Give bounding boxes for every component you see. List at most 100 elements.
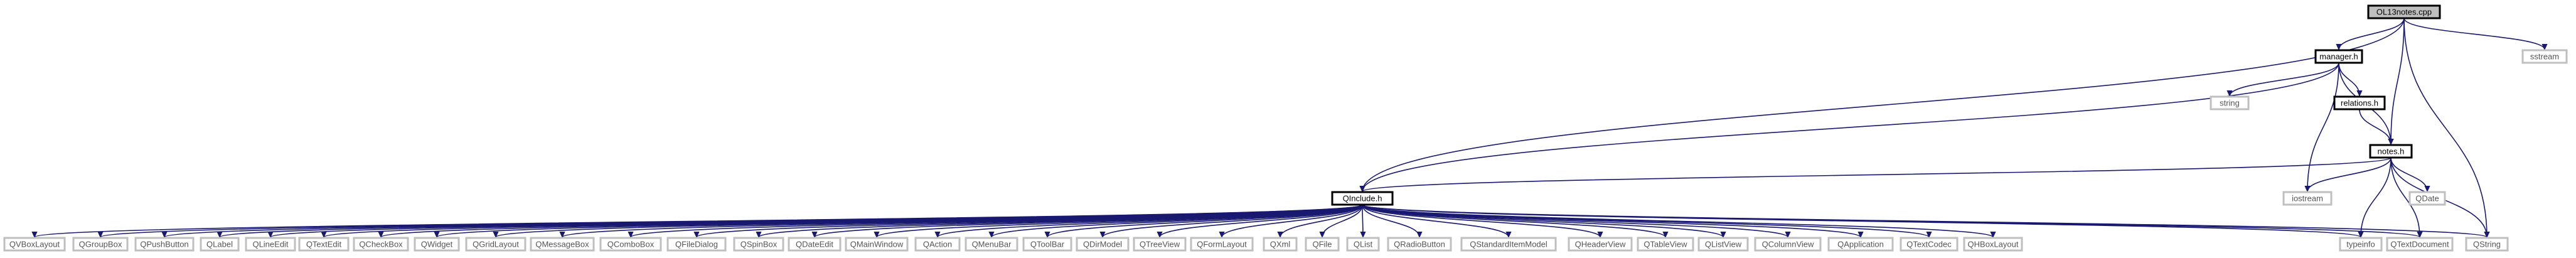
- node-box-qlabel: [200, 237, 240, 252]
- node-qlabel: QLabel: [200, 237, 240, 252]
- edge-qinclude-to-qstring: [1362, 204, 2487, 237]
- node-qtableview: QTableView: [1637, 237, 1694, 252]
- node-string: string: [2210, 95, 2250, 110]
- edge-qinclude-to-qhboxlayout: [1362, 204, 1993, 237]
- node-label-qfile: QFile: [1312, 240, 1332, 249]
- node-box-qformlayout: [1190, 237, 1254, 252]
- node-box-qgridlayout: [465, 237, 526, 252]
- node-label-qtextedit: QTextEdit: [306, 240, 342, 249]
- node-qapplication: QApplication: [1827, 237, 1894, 252]
- node-box-qinclude: [1331, 191, 1394, 206]
- node-label-root: OL13notes.cpp: [2376, 8, 2432, 17]
- edge-qinclude-to-qtoolbar: [1047, 204, 1363, 237]
- node-relations[interactable]: relations.h: [2333, 95, 2386, 110]
- nodes: OL13notes.cpp manager.h sstream string relat…: [3, 4, 2568, 252]
- edge-qinclude-to-qmenubar: [991, 204, 1363, 237]
- edge-qinclude-to-qlistview: [1362, 204, 1723, 237]
- node-manager[interactable]: manager.h: [2314, 49, 2363, 64]
- edges: [35, 18, 2545, 237]
- node-label-qtreeview: QTreeView: [1140, 240, 1180, 249]
- node-sstream: sstream: [2521, 49, 2568, 64]
- node-qfile: QFile: [1305, 237, 1340, 252]
- node-box-qmessagebox: [530, 237, 595, 252]
- node-label-string: string: [2220, 99, 2240, 108]
- node-label-sstream: sstream: [2530, 52, 2559, 62]
- node-qheaderview: QHeaderView: [1568, 237, 1633, 252]
- node-label-qtextdocument: QTextDocument: [2390, 240, 2449, 249]
- node-box-qlistview: [1697, 237, 1749, 252]
- node-qinclude[interactable]: QInclude.h: [1331, 191, 1394, 206]
- node-box-qlineedit: [245, 237, 296, 252]
- node-label-qlistview: QListView: [1705, 240, 1742, 249]
- edge-root-to-sstream: [2403, 18, 2545, 50]
- node-label-qcheckbox: QCheckBox: [359, 240, 403, 249]
- node-label-qaction: QAction: [923, 240, 952, 249]
- node-qtextedit: QTextEdit: [298, 237, 350, 252]
- node-box-qfiledialog: [666, 237, 727, 252]
- node-box-qtextcodec: [1900, 237, 1959, 252]
- edge-notes-to-qinclude: [1362, 157, 2392, 191]
- node-box-qhboxlayout: [1963, 237, 2023, 252]
- node-box-relations: [2333, 95, 2386, 110]
- node-box-qlist: [1346, 237, 1380, 252]
- node-qtreeview: QTreeView: [1133, 237, 1187, 252]
- node-box-string: [2210, 95, 2250, 110]
- node-qstandarditemmodel: QStandardItemModel: [1460, 237, 1557, 252]
- node-qlistview: QListView: [1697, 237, 1749, 252]
- node-box-qstring: [2465, 237, 2509, 252]
- edge-root-to-notes: [2391, 18, 2405, 144]
- node-qlist: QList: [1346, 237, 1380, 252]
- node-notes[interactable]: notes.h: [2369, 144, 2413, 159]
- node-label-qdate: QDate: [2415, 194, 2439, 203]
- node-qformlayout: QFormLayout: [1190, 237, 1254, 252]
- edge-qinclude-to-qheaderview: [1362, 204, 1600, 237]
- node-box-notes: [2369, 144, 2413, 159]
- node-label-qformlayout: QFormLayout: [1197, 240, 1247, 249]
- node-label-qinclude: QInclude.h: [1343, 194, 1382, 203]
- node-label-qmessagebox: QMessageBox: [535, 240, 589, 249]
- node-box-qdateedit: [788, 237, 842, 252]
- node-label-qmenubar: QMenuBar: [972, 240, 1012, 249]
- node-label-qwidget: QWidget: [421, 240, 453, 249]
- edge-qinclude-to-qlist: [1362, 204, 1363, 237]
- node-qcolumnview: QColumnView: [1754, 237, 1822, 252]
- node-box-iostream: [2282, 191, 2333, 206]
- node-qstring: QString: [2465, 237, 2509, 252]
- node-label-notes: notes.h: [2378, 147, 2405, 156]
- edge-qinclude-to-qdirmodel: [1103, 204, 1363, 237]
- node-label-qtableview: QTableView: [1643, 240, 1687, 249]
- node-label-qdirmodel: QDirModel: [1083, 240, 1122, 249]
- node-box-manager: [2314, 49, 2363, 64]
- node-box-qmenubar: [965, 237, 1018, 252]
- node-label-qgroupbox: QGroupBox: [79, 240, 122, 249]
- edge-qinclude-to-qxml: [1280, 204, 1363, 237]
- node-box-root: [2367, 4, 2441, 19]
- node-box-qtextedit: [298, 237, 350, 252]
- node-label-qtextcodec: QTextCodec: [1906, 240, 1952, 249]
- node-box-qtextdocument: [2386, 237, 2454, 252]
- node-label-qpushbutton: QPushButton: [140, 240, 188, 249]
- edge-qinclude-to-qlineedit: [270, 204, 1363, 237]
- node-label-qtoolbar: QToolBar: [1030, 240, 1065, 249]
- node-typeinfo: typeinfo: [2339, 237, 2383, 252]
- edge-notes-to-qdate: [2390, 157, 2427, 191]
- node-qmainwindow: QMainWindow: [845, 237, 909, 252]
- node-box-qtreeview: [1133, 237, 1187, 252]
- node-root[interactable]: OL13notes.cpp: [2367, 4, 2441, 19]
- node-label-qxml: QXml: [1270, 240, 1291, 249]
- edge-relations-to-notes: [2359, 109, 2391, 144]
- node-label-qcolumnview: QColumnView: [1762, 240, 1814, 249]
- node-box-qheaderview: [1568, 237, 1633, 252]
- node-label-qspinbox: QSpinBox: [740, 240, 778, 249]
- edge-manager-to-iostream: [2307, 62, 2339, 191]
- edge-qinclude-to-qfile: [1322, 204, 1363, 237]
- edge-notes-to-iostream: [2307, 157, 2392, 191]
- node-box-qgroupbox: [72, 237, 129, 252]
- node-label-qhboxlayout: QHBoxLayout: [1968, 240, 2019, 249]
- node-label-qlabel: QLabel: [206, 240, 233, 249]
- edge-manager-to-string: [2230, 62, 2339, 96]
- node-label-qgridlayout: QGridLayout: [473, 240, 519, 249]
- edge-root-to-manager: [2339, 18, 2405, 50]
- node-qcombobox: QComboBox: [599, 237, 662, 252]
